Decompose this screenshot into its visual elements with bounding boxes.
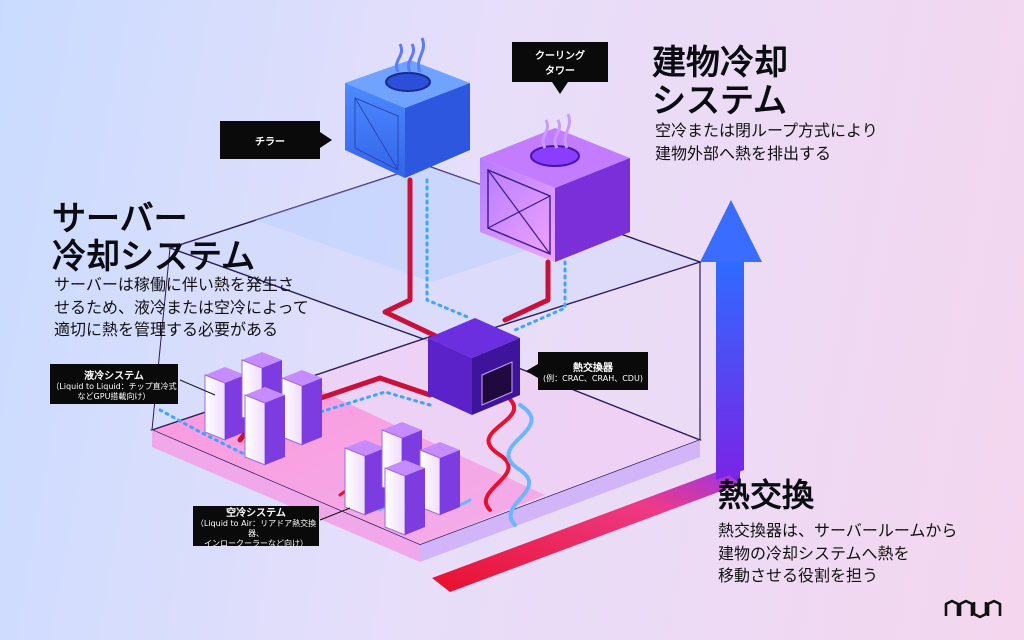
server-cooling-desc: サーバーは稼働に伴い熱を発生さ せるため、液冷または空冷によって 適切に熱を管理… (54, 274, 309, 342)
heat-exchange-desc: 熱交換器は、サーバールームから 建物の冷却システムへ熱を 移動させる役割を担う (718, 520, 957, 588)
chiller-callout: チラー (220, 121, 320, 159)
heat-flow-arrow (432, 200, 762, 592)
liquid-cooling-label: 液冷システム (84, 370, 144, 382)
air-cooled-racks (344, 422, 460, 536)
fan-ring-icon (541, 113, 571, 149)
air-cooling-sub2: インロークーラーなど向け） (204, 538, 308, 548)
heat-exchanger-callout: 熱交換器 (例：CRAC、CRAH、CDU) (538, 352, 648, 390)
chiller-unit (345, 37, 470, 178)
heat-exchanger-callout-pointer (526, 364, 538, 378)
callout-leaders (179, 379, 351, 521)
building-desc-line2: 建物外部へ熱を排出する (655, 143, 832, 163)
server-title-line1: サーバー (52, 199, 188, 239)
air-cooling-sub1: （Liquid to Air：リアドア熱交換器、 (195, 518, 317, 538)
server-desc-line1: サーバーは稼働に伴い熱を発生さ (54, 275, 294, 294)
server-cooling-title: サーバー 冷却システム (52, 200, 255, 276)
server-desc-line3: 適切に熱を管理する必要がある (54, 320, 279, 340)
liquid-cooling-sub1: （Liquid to Liquid：チップ直冷式 (51, 381, 177, 391)
cooling-tower-callout-pointer (552, 82, 568, 94)
exchange-desc-line3: 移動させる役割を担う (718, 566, 879, 586)
liquid-cooled-racks (204, 352, 322, 466)
building-title-line2: システム (652, 81, 787, 122)
heat-exchanger-sublabel: (例：CRAC、CRAH、CDU) (543, 373, 643, 383)
cooling-tower-callout: クーリング タワー (512, 42, 608, 82)
cooling-tower-label-line1: クーリング (535, 51, 585, 62)
heat-exchanger-label: 熱交換器 (573, 362, 613, 374)
exchange-desc-line2: 建物の冷却システムへ熱を (718, 543, 910, 563)
liquid-cooling-sub2: などGPU搭載向け） (77, 391, 151, 401)
server-title-line2: 冷却システム (52, 237, 255, 278)
heat-exchanger-unit (428, 318, 520, 415)
server-desc-line2: せるため、液冷または空冷によって (54, 297, 309, 317)
building-cooling-title: 建物冷却 システム (652, 44, 788, 120)
heat-waves-icon (395, 37, 425, 73)
cooling-tower-unit (480, 113, 630, 262)
air-cooling-callout: 空冷システム （Liquid to Air：リアドア熱交換器、 インロークーラー… (193, 506, 319, 548)
chiller-callout-pointer (320, 132, 332, 148)
exchange-desc-line1: 熱交換器は、サーバールームから (718, 521, 958, 540)
heat-exchange-title: 熱交換 (718, 476, 815, 514)
building-cooling-desc: 空冷または閉ループ方式により 建物外部へ熱を排出する (655, 120, 878, 165)
chiller-label: チラー (255, 136, 285, 148)
equinix-logo-icon (944, 599, 1002, 619)
air-cooling-label: 空冷システム (226, 507, 286, 519)
liquid-cooling-callout: 液冷システム （Liquid to Liquid：チップ直冷式 などGPU搭載向… (50, 364, 178, 404)
building-desc-line1: 空冷または閉ループ方式により (655, 121, 878, 140)
building-title-line1: 建物冷却 (652, 43, 788, 83)
cooling-tower-label-line2: タワー (545, 66, 575, 77)
